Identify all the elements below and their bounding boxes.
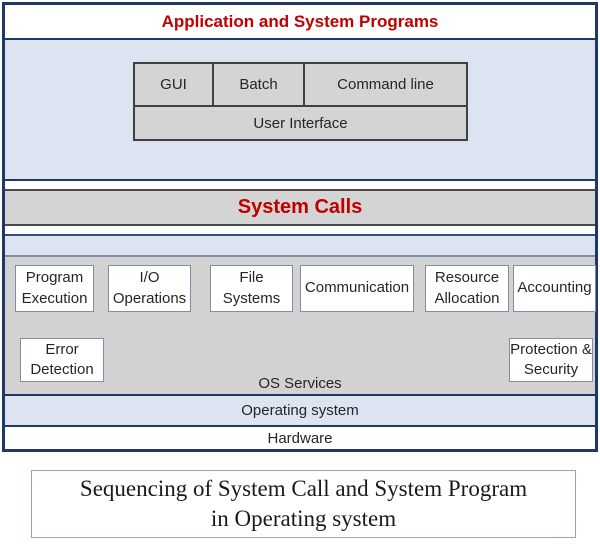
os-layers-diagram: Application and System Programs GUI Batc…: [2, 2, 598, 452]
os-services-section: Program Execution I/O Operations File Sy…: [5, 255, 596, 394]
hardware-band: Hardware: [5, 425, 595, 449]
gui-cell: GUI: [135, 64, 214, 105]
gap-strip-bottom: [5, 224, 595, 234]
os-services-label: OS Services: [258, 375, 342, 392]
application-programs-band: Application and System Programs: [5, 5, 595, 38]
system-calls-band: System Calls: [5, 189, 595, 224]
figure-caption: Sequencing of System Call and System Pro…: [31, 470, 576, 538]
service-box-file-systems: File Systems: [210, 265, 293, 312]
caption-line-1: Sequencing of System Call and System Pro…: [79, 476, 528, 502]
user-interface-cell: User Interface: [135, 105, 466, 139]
user-interface-section: GUI Batch Command line User Interface: [5, 38, 595, 179]
service-box-protection-security: Protection & Security: [509, 338, 593, 382]
operating-system-band: Operating system: [5, 394, 595, 425]
blue-divider-strip: [5, 234, 595, 255]
service-box-communication: Communication: [300, 265, 414, 312]
service-box-resource-allocation: Resource Allocation: [425, 265, 509, 312]
system-calls-label: System Calls: [237, 196, 363, 218]
user-interface-table: GUI Batch Command line User Interface: [133, 62, 468, 141]
service-box-io-operations: I/O Operations: [108, 265, 191, 312]
gap-strip-top: [5, 179, 595, 189]
service-box-accounting: Accounting: [513, 265, 596, 312]
service-box-program-execution: Program Execution: [15, 265, 94, 312]
application-programs-label: Application and System Programs: [161, 11, 439, 31]
batch-cell: Batch: [214, 64, 305, 105]
command-line-cell: Command line: [305, 64, 466, 105]
service-box-error-detection: Error Detection: [20, 338, 104, 382]
user-interface-types-row: GUI Batch Command line: [135, 64, 466, 105]
caption-line-2: in Operating system: [210, 506, 397, 531]
